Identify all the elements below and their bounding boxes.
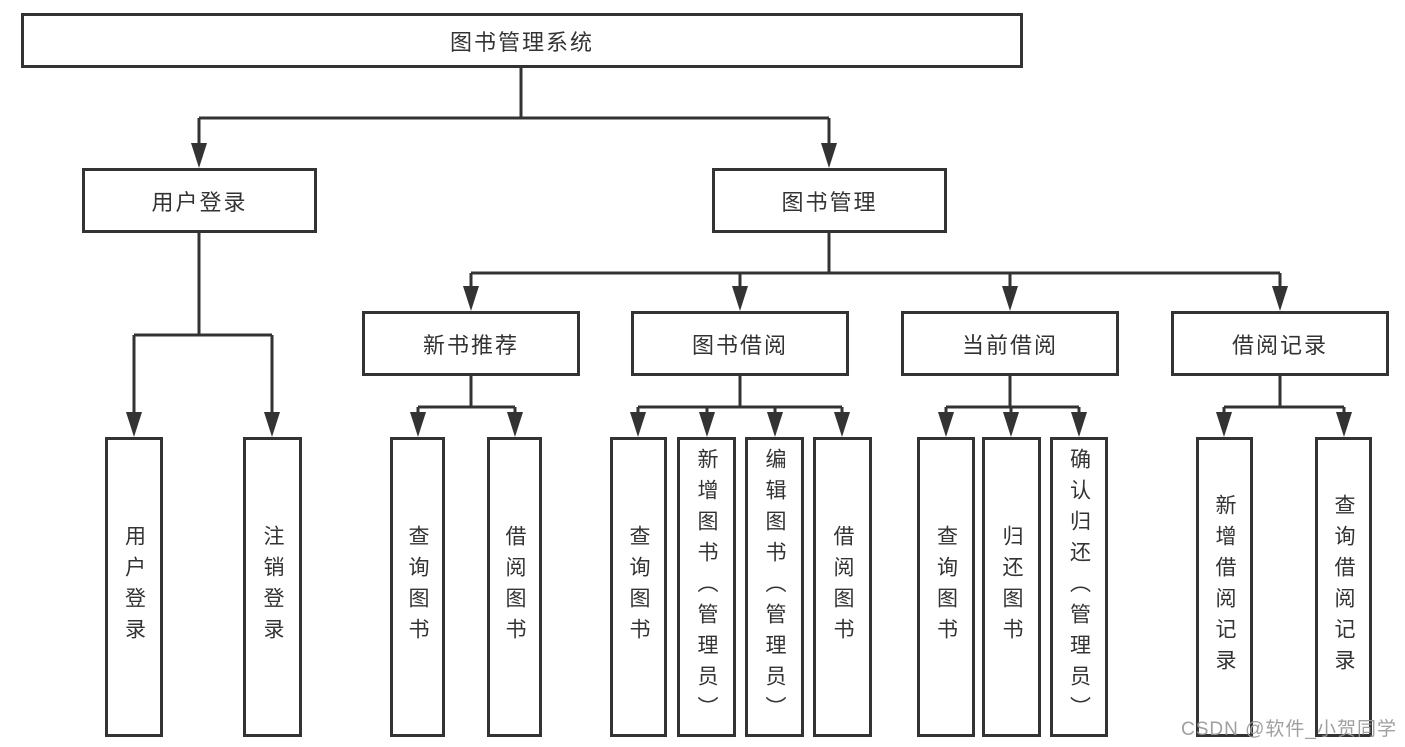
node-root: 图书管理系统 (21, 13, 1023, 68)
node-new-book-recommend: 新书推荐 (362, 311, 580, 376)
node-current-return: 归还图书 (982, 437, 1041, 737)
node-record-query: 查询借阅记录 (1315, 437, 1372, 737)
node-borrow-borrow: 借阅图书 (813, 437, 872, 737)
node-newbook-borrow: 借阅图书 (487, 437, 542, 737)
node-current-confirm: 确认归还（管理员） (1050, 437, 1108, 737)
node-book-borrow: 图书借阅 (631, 311, 849, 376)
node-borrow-record: 借阅记录 (1171, 311, 1389, 376)
node-newbook-query: 查询图书 (390, 437, 445, 737)
node-borrow-edit: 编辑图书（管理员） (745, 437, 804, 737)
node-login: 用户登录 (105, 437, 163, 737)
node-current-borrow: 当前借阅 (901, 311, 1119, 376)
node-book-management: 图书管理 (712, 168, 947, 233)
node-borrow-query: 查询图书 (610, 437, 667, 737)
csdn-watermark: CSDN @软件_小贺同学 (1181, 719, 1397, 740)
node-current-query: 查询图书 (917, 437, 975, 737)
node-logout: 注销登录 (243, 437, 302, 737)
node-record-add: 新增借阅记录 (1196, 437, 1253, 737)
node-user-login: 用户登录 (82, 168, 317, 233)
node-borrow-add: 新增图书（管理员） (677, 437, 736, 737)
